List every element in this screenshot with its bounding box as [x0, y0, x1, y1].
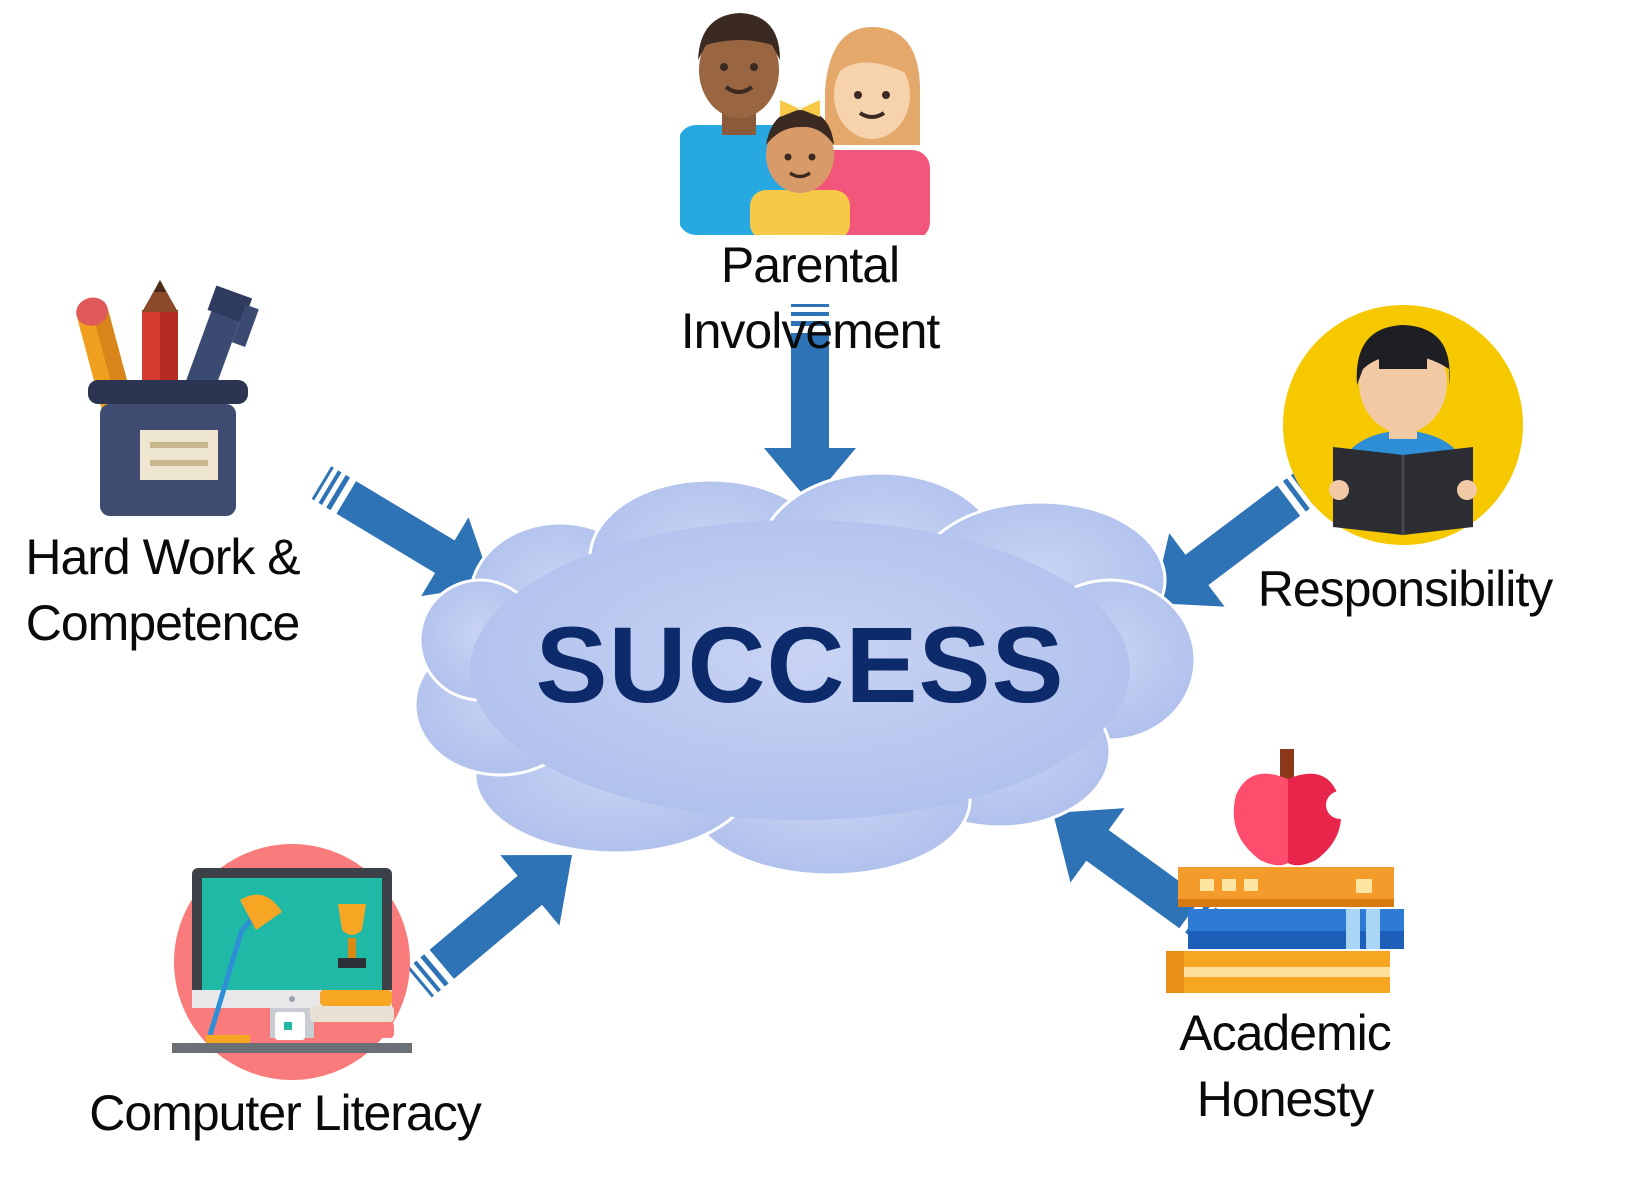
factor-label-academic: Academic Honesty: [1140, 1000, 1430, 1132]
family-icon: [680, 13, 930, 235]
factor-label-line: Responsibility: [1257, 561, 1553, 617]
pencil-cup-icon: [76, 280, 259, 516]
factor-label-parental: Parental Involvement: [660, 232, 960, 364]
factor-label-line: Honesty: [1196, 1071, 1374, 1127]
factor-label-line: Computer Literacy: [89, 1085, 482, 1141]
factor-label-hardwork: Hard Work & Competence: [0, 524, 325, 656]
apple-books-icon: [1166, 749, 1404, 993]
center-title: SUCCESS: [535, 604, 1065, 725]
factor-label-line: Competence: [25, 595, 301, 651]
factor-label-computer: Computer Literacy: [60, 1080, 510, 1146]
factor-label-line: Involvement: [680, 303, 941, 359]
factor-label-line: Academic: [1179, 1005, 1392, 1061]
factor-label-responsibility: Responsibility: [1240, 556, 1570, 622]
factor-label-line: Hard Work &: [25, 529, 300, 585]
computer-desk-icon: [172, 844, 412, 1080]
student-reading-icon: [1283, 305, 1523, 545]
factor-label-line: Parental: [720, 237, 900, 293]
